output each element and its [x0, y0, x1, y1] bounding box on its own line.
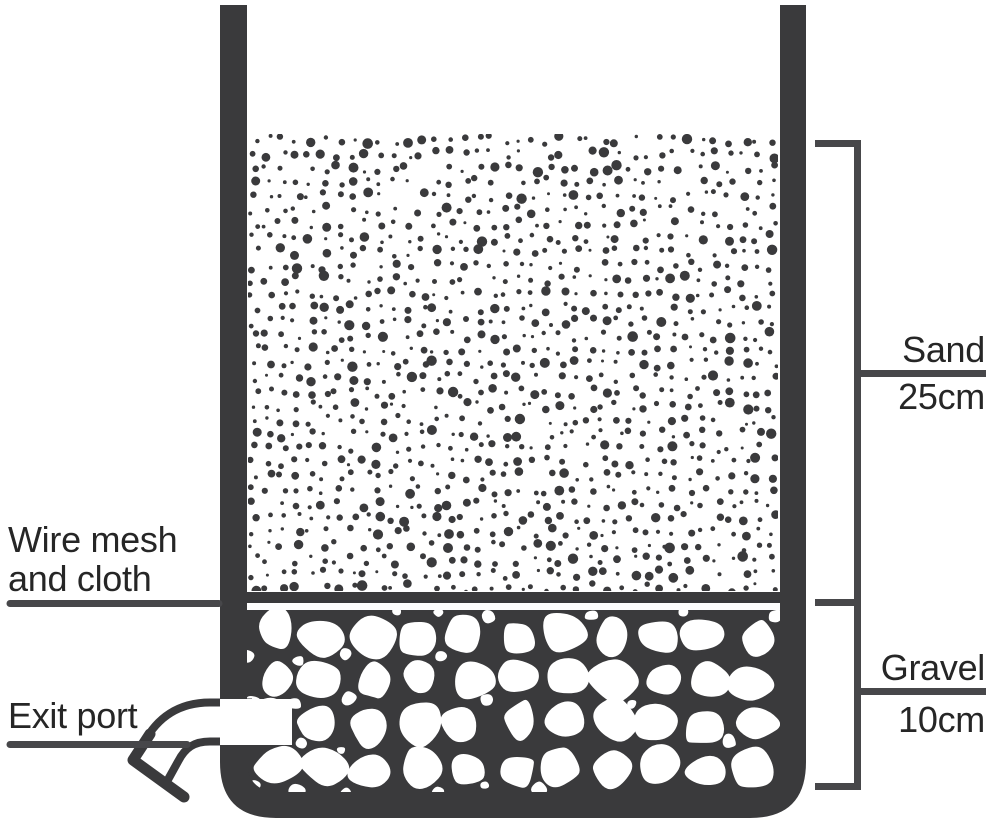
wire-mesh-label-line1: Wire mesh [8, 519, 178, 560]
dimension-bracket [815, 140, 986, 790]
sand-layer-label: Sand [902, 329, 985, 370]
sand-depth-label: 25cm [898, 376, 985, 417]
exit-pipe-bore [133, 706, 290, 785]
wire-mesh-line [247, 592, 780, 603]
wire-mesh-label: Wire mesh and cloth [8, 519, 178, 599]
wire-mesh-label-line2: and cloth [8, 558, 152, 599]
exit-port-label: Exit port [8, 695, 138, 736]
sand-layer-texture [248, 134, 778, 591]
gravel-layer-texture [247, 610, 780, 792]
gravel-layer-label: Gravel [880, 647, 986, 688]
gravel-depth-label: 10cm [898, 699, 985, 740]
